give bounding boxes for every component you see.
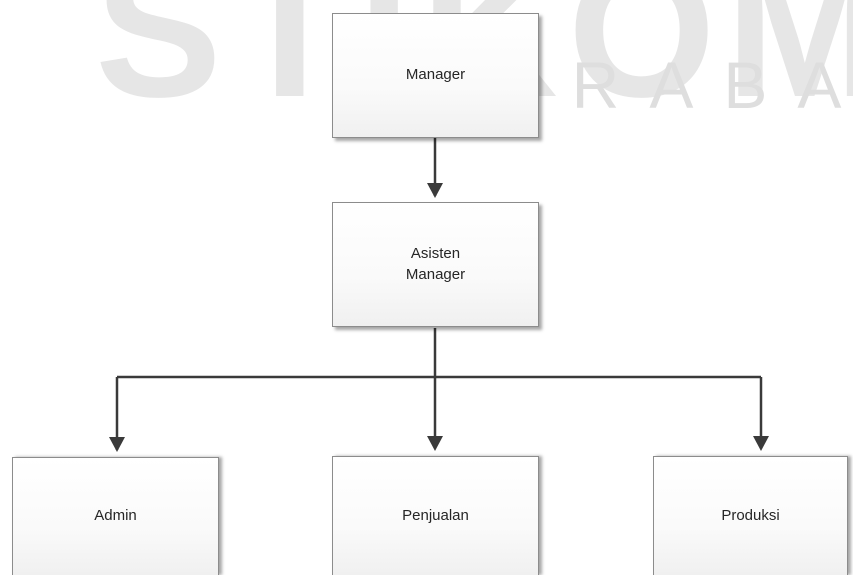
node-admin: Admin (12, 457, 219, 575)
node-produksi: Produksi (653, 456, 848, 575)
node-asisten-manager-label: Asisten Manager (405, 245, 466, 283)
node-produksi-label: Produksi (721, 506, 780, 524)
node-asisten-manager: Asisten Manager (332, 202, 539, 327)
node-admin-label: Admin (94, 507, 137, 525)
arrowhead-produksi (753, 436, 769, 451)
arrowhead-asisten (427, 183, 443, 198)
arrowhead-admin (109, 437, 125, 452)
arrowhead-penjualan (427, 436, 443, 451)
node-penjualan-label: Penjualan (402, 506, 469, 524)
node-penjualan: Penjualan (332, 456, 539, 575)
node-manager-label: Manager (405, 66, 466, 84)
node-manager: Manager (332, 13, 539, 138)
